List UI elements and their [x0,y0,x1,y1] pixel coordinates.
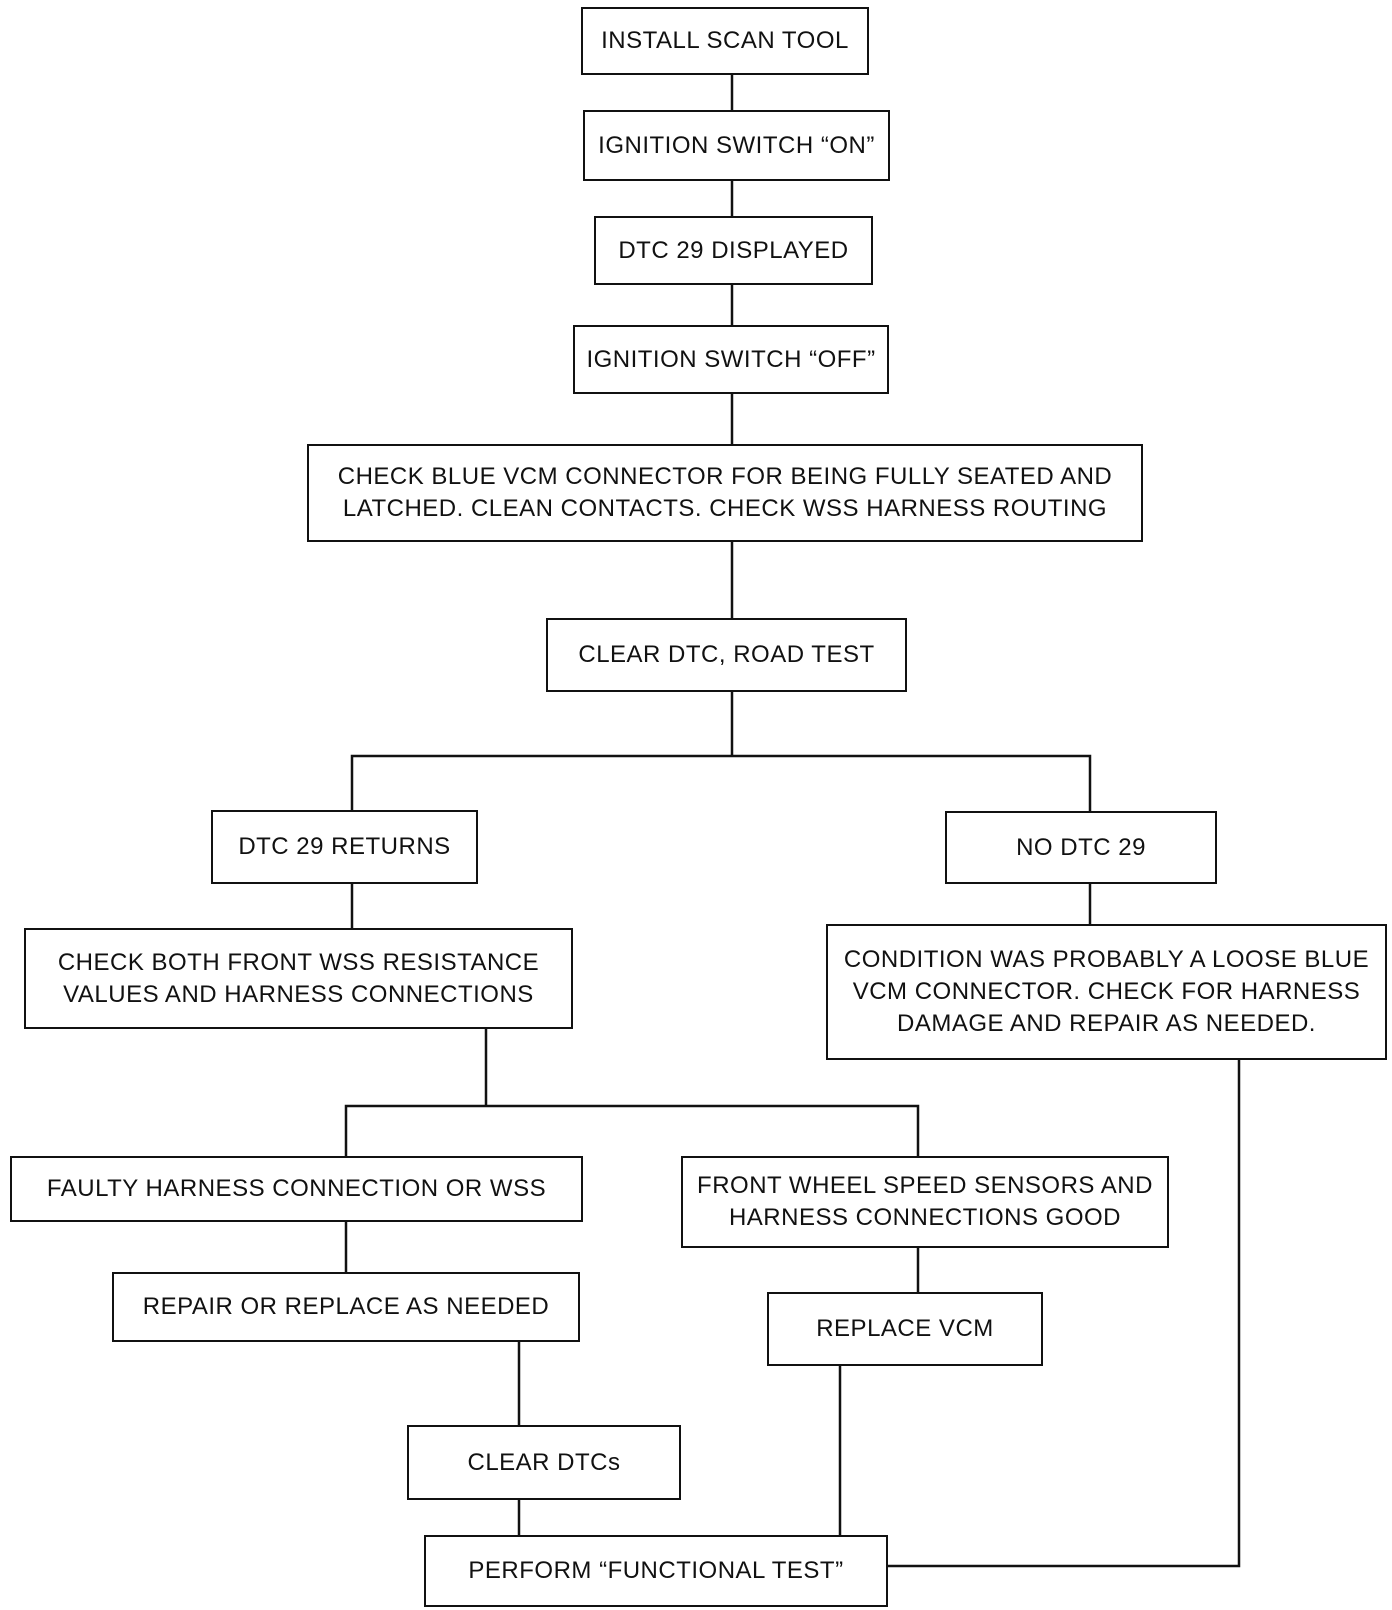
step-label: PERFORM “FUNCTIONAL TEST” [468,1557,844,1584]
step-label-line: DAMAGE AND REPAIR AS NEEDED. [896,1010,1316,1037]
step-label: IGNITION SWITCH “OFF” [586,345,876,373]
step-clear-dtcs: CLEAR DTCs [407,1425,681,1500]
step-label: REPAIR OR REPLACE AS NEEDED [142,1293,550,1320]
step-clear-dtc-road-test: CLEAR DTC, ROAD TEST [546,618,907,692]
step-label: CLEAR DTC, ROAD TEST [578,641,875,668]
step-label-line: VCM CONNECTOR. CHECK FOR HARNESS [852,978,1361,1005]
step-label-line: LATCHED. CLEAN CONTACTS. CHECK WSS HARNE… [342,495,1108,522]
step-replace-vcm: REPLACE VCM [767,1292,1043,1366]
step-dtc29-displayed: DTC 29 DISPLAYED [594,216,873,285]
step-label-line: HARNESS CONNECTIONS GOOD [728,1204,1122,1231]
step-label: DTC 29 RETURNS [238,833,451,860]
step-label: IGNITION SWITCH “ON” [598,131,875,159]
step-install-scan-tool: INSTALL SCAN TOOL [581,7,869,75]
step-perform-functional-test: PERFORM “FUNCTIONAL TEST” [424,1535,888,1607]
connector-line [344,1104,920,1156]
step-ignition-off: IGNITION SWITCH “OFF” [573,325,889,394]
step-label: CLEAR DTCs [467,1448,621,1476]
connector-line [888,1060,1241,1568]
step-repair-or-replace: REPAIR OR REPLACE AS NEEDED [112,1272,580,1342]
connector-line [350,754,1092,811]
step-label: NO DTC 29 [1016,833,1146,861]
step-label-line: VALUES AND HARNESS CONNECTIONS [63,980,534,1008]
step-faulty-harness-or-wss: FAULTY HARNESS CONNECTION OR WSS [10,1156,583,1222]
step-loose-connector-condition: CONDITION WAS PROBABLY A LOOSE BLUE VCM … [826,924,1387,1060]
step-no-dtc29: NO DTC 29 [945,811,1217,884]
step-label-line: FRONT WHEEL SPEED SENSORS AND [697,1172,1153,1199]
step-label: FAULTY HARNESS CONNECTION OR WSS [46,1175,547,1202]
step-ignition-on: IGNITION SWITCH “ON” [583,110,890,181]
step-label: REPLACE VCM [816,1315,994,1342]
step-check-front-wss: CHECK BOTH FRONT WSS RESISTANCE VALUES A… [24,928,573,1029]
step-dtc29-returns: DTC 29 RETURNS [211,810,478,884]
step-label: INSTALL SCAN TOOL [601,27,849,54]
step-label: DTC 29 DISPLAYED [618,236,849,264]
step-label-line: CHECK BLUE VCM CONNECTOR FOR BEING FULLY… [337,463,1113,490]
step-sensors-connections-good: FRONT WHEEL SPEED SENSORS AND HARNESS CO… [681,1156,1169,1248]
step-label-line: CONDITION WAS PROBABLY A LOOSE BLUE [843,946,1370,973]
step-label-line: CHECK BOTH FRONT WSS RESISTANCE [57,948,540,976]
step-check-vcm-connector: CHECK BLUE VCM CONNECTOR FOR BEING FULLY… [307,444,1143,542]
